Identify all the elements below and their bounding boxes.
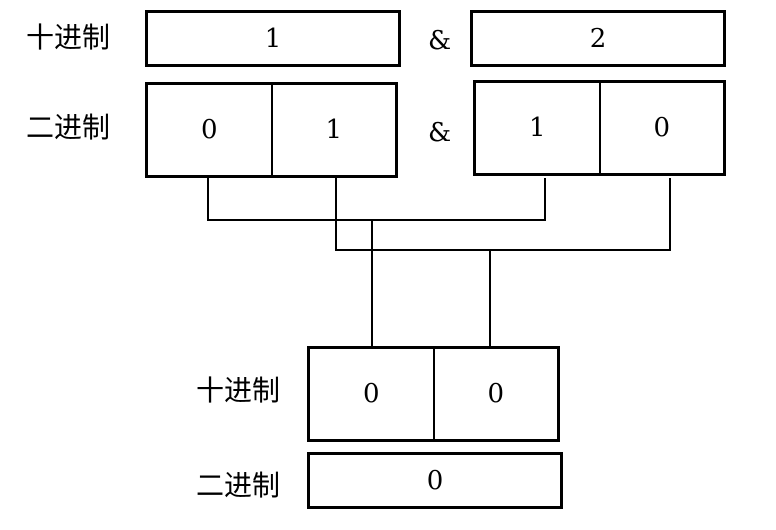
- wire-left-bits: [207, 178, 546, 221]
- operand-a-bit-1: 1: [270, 85, 396, 175]
- operand-a-decimal-value: 1: [264, 23, 282, 54]
- operand-b-decimal-box: 2: [470, 10, 726, 67]
- operand-a-bit-0: 0: [200, 115, 218, 145]
- label-decimal-top: 十进制: [26, 21, 111, 54]
- result-value-box: 0: [307, 452, 563, 509]
- operand-b-bit-0: 1: [528, 113, 546, 143]
- operand-b-decimal-value: 2: [589, 23, 607, 54]
- and-operator-bottom: &: [428, 118, 452, 148]
- label-decimal-result: 十进制: [196, 374, 281, 407]
- result-bits-box: 0 0: [307, 346, 560, 442]
- operand-a-binary-box: 0 1: [145, 82, 398, 178]
- result-bit-1: 0: [432, 349, 558, 439]
- operand-b-binary-box: 1 0: [473, 80, 726, 176]
- result-value: 0: [426, 465, 444, 496]
- operand-a-decimal-box: 1: [145, 10, 401, 67]
- label-binary-top: 二进制: [26, 111, 111, 144]
- operand-b-bit-1: 0: [598, 83, 724, 173]
- result-bit-0: 0: [362, 379, 380, 409]
- and-operator-top: &: [428, 26, 452, 56]
- wire-right-bits: [335, 178, 671, 251]
- label-binary-result: 二进制: [196, 469, 281, 502]
